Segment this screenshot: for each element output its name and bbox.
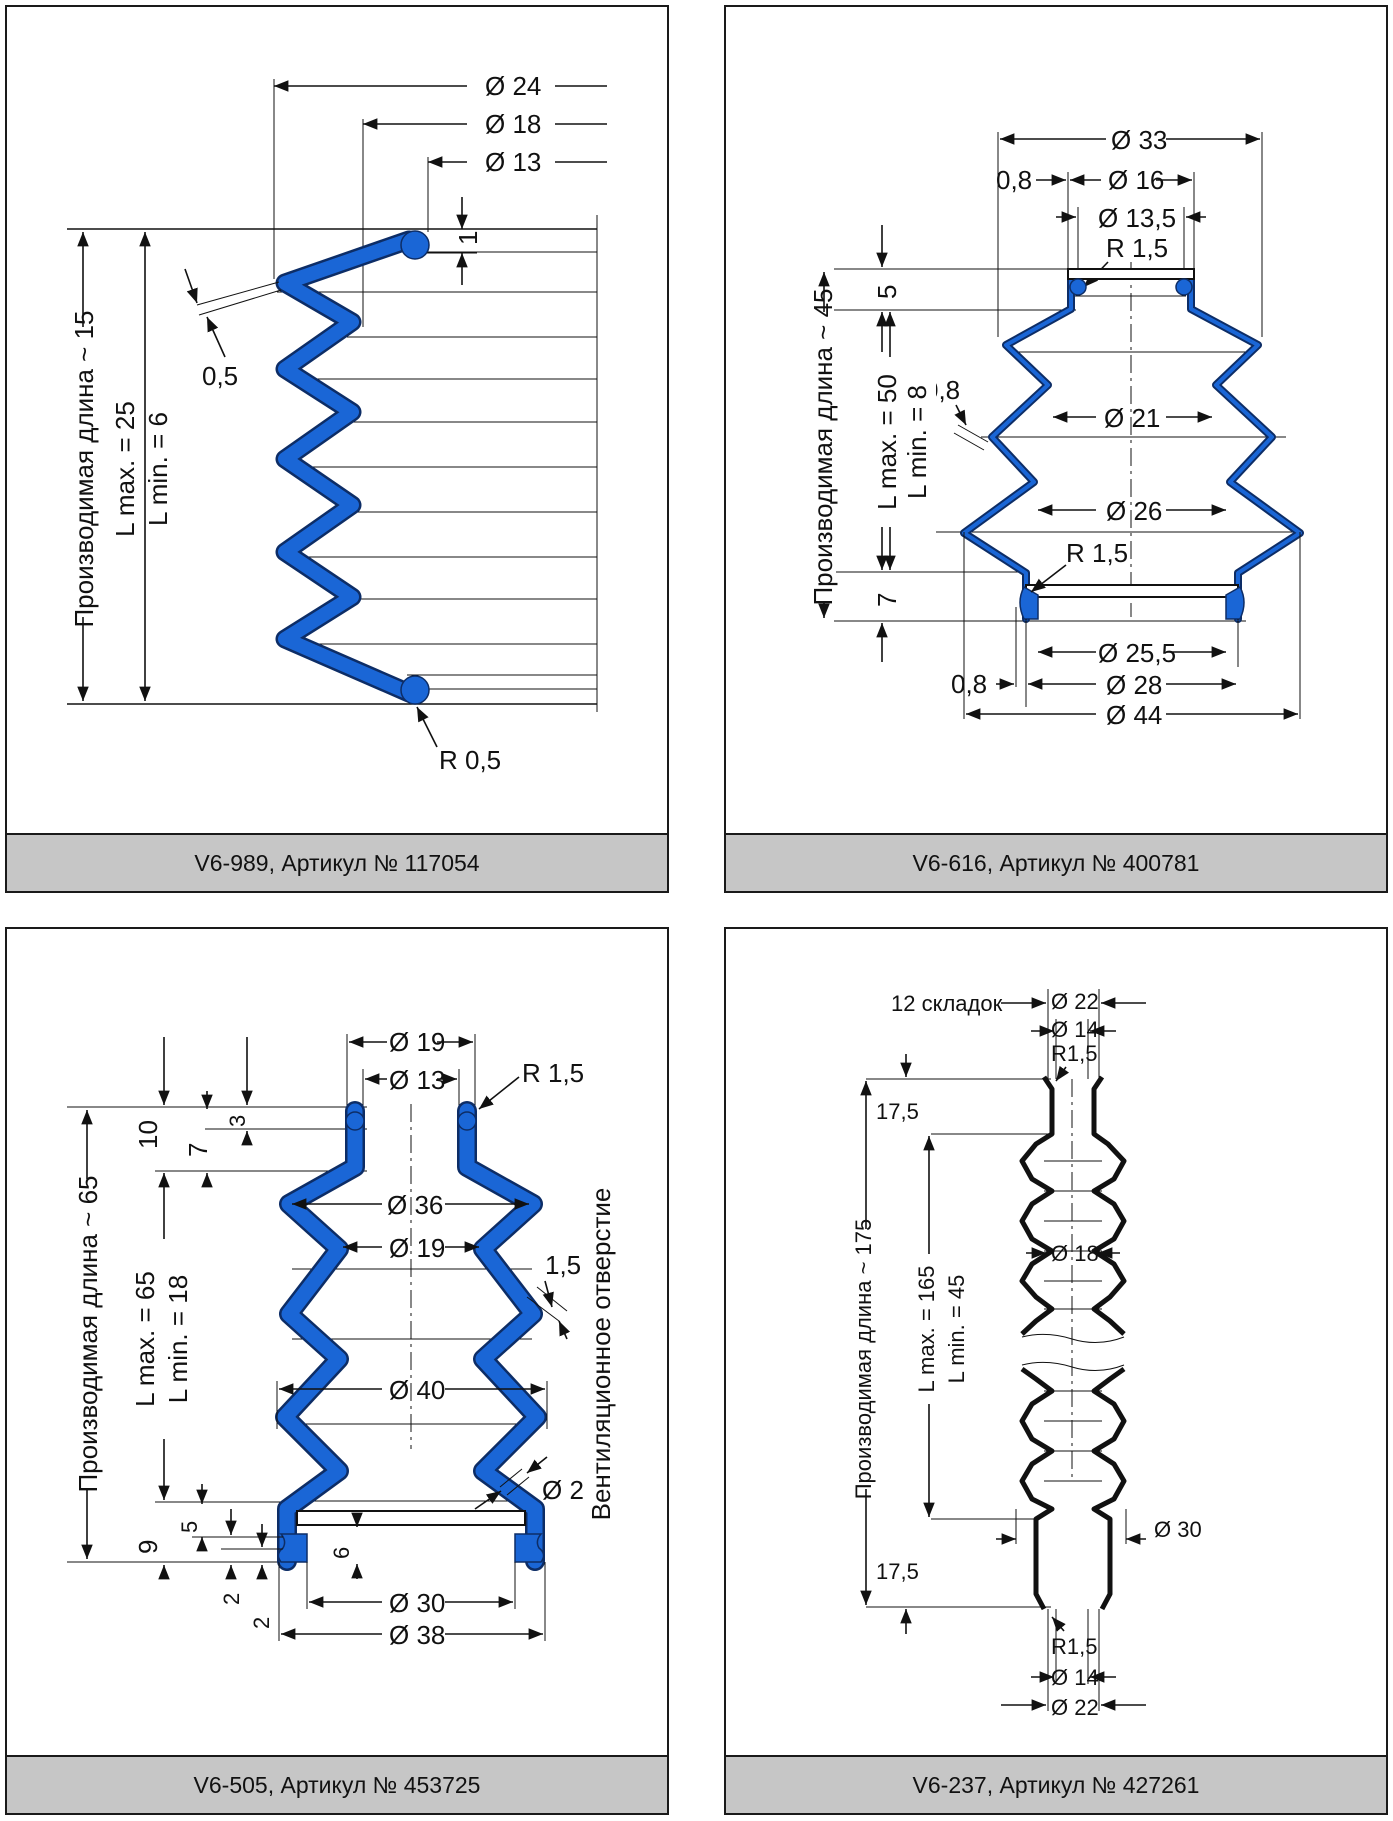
drawing-panel-v6-237: 12 складок Ø 22 Ø 14 R1,5 — [724, 927, 1388, 1815]
dim-lmax: L max. = 65 — [130, 1271, 160, 1407]
dim-d22-bottom: Ø 22 — [1051, 1695, 1099, 1720]
dim-r15-bottom: R1,5 — [1051, 1634, 1097, 1659]
drawing-panel-v6-989: Ø 24 Ø 18 Ø 13 1 — [5, 5, 669, 893]
dim-wall-0-5: 0,5 — [202, 361, 238, 391]
dim-r15-bottom: R 1,5 — [1066, 538, 1128, 568]
dim-d13-5: Ø 13,5 — [1098, 203, 1176, 233]
dim-d24: Ø 24 — [485, 71, 541, 101]
dim-h3: 3 — [225, 1115, 250, 1127]
dim-d30: Ø 30 — [389, 1588, 445, 1618]
dim-h10: 10 — [133, 1120, 163, 1149]
dim-h2a: 2 — [219, 1593, 244, 1605]
dim-d2: Ø 2 — [542, 1475, 584, 1505]
dim-production-length: Производимая длина ~ 65 — [73, 1175, 103, 1492]
dim-d18: Ø 18 — [485, 109, 541, 139]
panel-caption: V6-505, Артикул № 453725 — [7, 1755, 667, 1813]
dim-d19-inner: Ø 19 — [389, 1233, 445, 1263]
vent-label: Вентиляционное отверстие — [586, 1188, 616, 1521]
dim-lmin: L min. = 45 — [944, 1275, 969, 1384]
dim-lmax: L max. = 25 — [110, 401, 140, 537]
dim-thickness-1: 1 — [453, 231, 483, 245]
dim-r15: R 1,5 — [522, 1058, 584, 1088]
dim-radius: R 0,5 — [439, 745, 501, 775]
panel-caption: V6-989, Артикул № 117054 — [7, 833, 667, 891]
bellows-drawing-2: Ø 33 0,8 Ø 16 Ø 13,5 R 1,5 — [808, 125, 1304, 730]
drawing-panel-v6-616: Ø 33 0,8 Ø 16 Ø 13,5 R 1,5 — [724, 5, 1388, 893]
dim-r15-top: R 1,5 — [1106, 233, 1168, 263]
dim-d40: Ø 40 — [389, 1375, 445, 1405]
panel-caption: V6-616, Артикул № 400781 — [726, 833, 1386, 891]
dim-d44: Ø 44 — [1106, 700, 1162, 730]
folds-label: 12 складок — [891, 991, 1003, 1016]
dim-d13: Ø 13 — [389, 1065, 445, 1095]
dim-production-length: Производимая длина ~ 45 — [808, 288, 838, 605]
dim-d28: Ø 28 — [1106, 670, 1162, 700]
dim-h17-5-bottom: 17,5 — [876, 1559, 919, 1584]
dim-d18: Ø 18 — [1051, 1241, 1099, 1266]
bellows-drawing-1: Ø 24 Ø 18 Ø 13 1 — [67, 71, 607, 775]
dim-h2b: 2 — [249, 1617, 274, 1629]
dim-d25-5: Ø 25,5 — [1098, 638, 1176, 668]
panel-caption: V6-237, Артикул № 427261 — [726, 1755, 1386, 1813]
dim-lmax: L max. = 165 — [914, 1266, 939, 1393]
dim-lmax: L max. = 50 — [872, 374, 902, 510]
dim-d14-top: Ø 14 — [1051, 1017, 1099, 1042]
dim-d26: Ø 26 — [1106, 496, 1162, 526]
dim-d19-top: Ø 19 — [389, 1027, 445, 1057]
dim-production-length: Производимая длина ~ 15 — [69, 310, 99, 627]
dim-wall-1-5: 1,5 — [545, 1250, 581, 1280]
drawing-panel-v6-505: Ø 19 Ø 13 R 1,5 Ø 36 — [5, 927, 669, 1815]
dim-d30: Ø 30 — [1154, 1517, 1202, 1542]
bellows-drawing-3: Ø 19 Ø 13 R 1,5 Ø 36 — [67, 1027, 616, 1650]
dim-d22-top: Ø 22 — [1051, 989, 1099, 1014]
dim-lmin: L min. = 8 — [902, 385, 932, 499]
dim-h5: 5 — [872, 285, 902, 299]
dim-d14-bottom: Ø 14 — [1051, 1665, 1099, 1690]
dim-lmin: L min. = 6 — [143, 412, 173, 526]
dim-h7: 7 — [872, 593, 902, 607]
dim-h6: 6 — [329, 1547, 354, 1559]
dim-h7: 7 — [183, 1143, 213, 1157]
dim-d13: Ø 13 — [485, 147, 541, 177]
dim-production-length: Производимая длина ~ 175 — [851, 1219, 876, 1500]
dim-h17-5-top: 17,5 — [876, 1099, 919, 1124]
dim-h5: 5 — [177, 1521, 202, 1533]
bellows-drawing-4: 12 складок Ø 22 Ø 14 R1,5 — [851, 989, 1202, 1720]
dim-w08-top: 0,8 — [996, 165, 1032, 195]
dim-r15-top: R1,5 — [1051, 1041, 1097, 1066]
dim-d16: Ø 16 — [1108, 165, 1164, 195]
dim-w08-bottom: 0,8 — [951, 669, 987, 699]
dim-lmin: L min. = 18 — [163, 1275, 193, 1403]
dim-d21: Ø 21 — [1104, 403, 1160, 433]
dim-d38: Ø 38 — [389, 1620, 445, 1650]
dim-d33: Ø 33 — [1111, 125, 1167, 155]
dim-h9: 9 — [133, 1540, 163, 1554]
dim-d36: Ø 36 — [387, 1190, 443, 1220]
